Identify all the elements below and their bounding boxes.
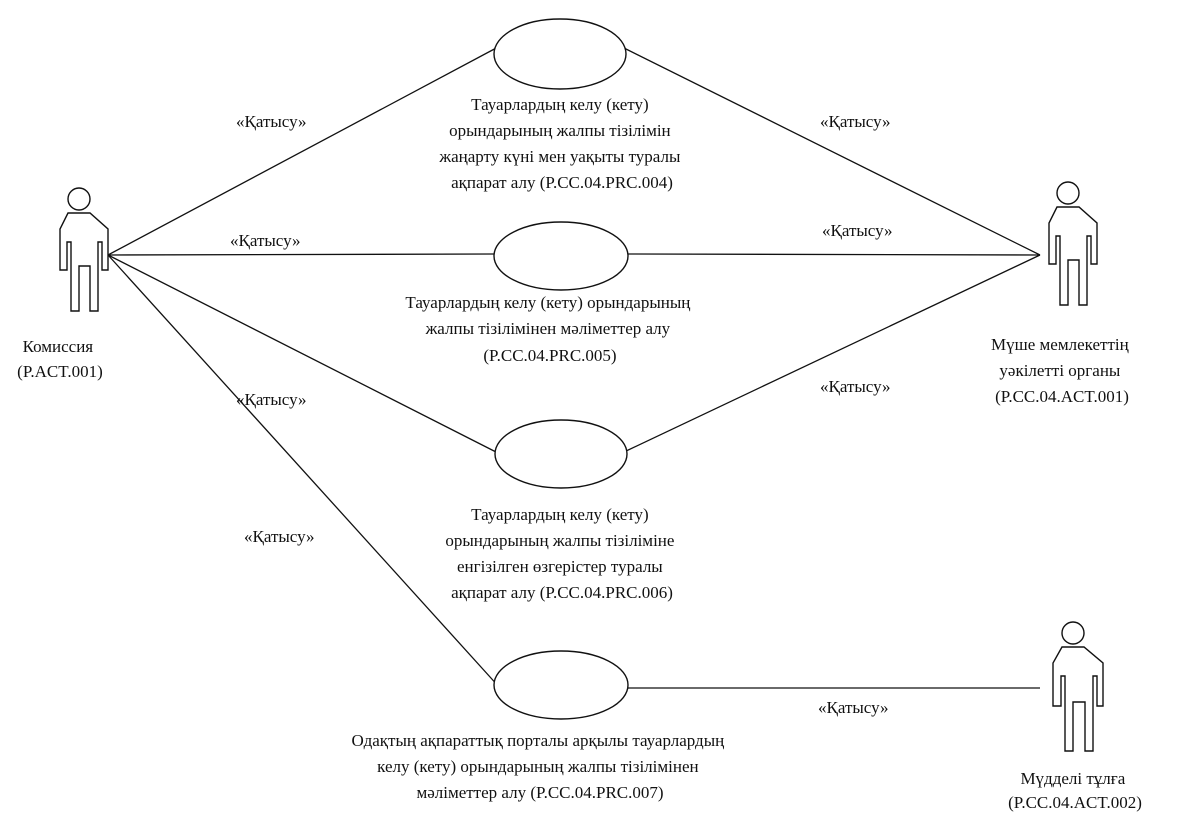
use-case-label-line: Тауарлардың келу (кету) (471, 505, 649, 524)
connector-commission-uc1 (107, 45, 501, 256)
stereotype-label: «Қатысу» (230, 231, 301, 250)
use-case-label: Тауарлардың келу (кету) орындарының жалп… (438, 95, 684, 192)
connector-commission-uc2 (107, 253, 495, 256)
stereotype-label: «Қатысу» (236, 390, 307, 409)
actor-commission-icon (59, 187, 109, 312)
use-case-label-line: Тауарлардың келу (кету) орындарының (405, 293, 690, 312)
use-case-label-line: (P.CC.04.PRC.005) (483, 346, 616, 365)
actor-label-line: (P.ACT.001) (17, 362, 103, 381)
connector-commission-uc4 (107, 254, 501, 689)
stereotype-label: «Қатысу» (822, 221, 893, 240)
actor-label-line: Мүдделі тұлға (1020, 769, 1125, 788)
stereotype-label: «Қатысу» (236, 112, 307, 131)
use-case-label-line: Одақтың ақпараттық порталы арқылы тауарл… (352, 731, 725, 750)
use-case-label-line: келу (кету) орындарының жалпы тізіліміне… (377, 757, 699, 776)
actor-label-line: Мүше мемлекеттің (991, 335, 1129, 354)
stereotype-label: «Қатысу» (818, 698, 889, 717)
actor-interested-person-icon (1052, 621, 1104, 752)
use-case-label-line: орындарының жалпы тізіліміне (445, 531, 674, 550)
actor-label-line: (P.CC.04.ACT.001) (995, 387, 1129, 406)
use-case-ellipse (493, 221, 629, 291)
use-case-label: Одақтың ақпараттық порталы арқылы тауарл… (352, 731, 729, 802)
actor-label: Комиссия (P.ACT.001) (17, 337, 103, 381)
actor-member-state-icon (1048, 181, 1098, 306)
use-case-label-line: Тауарлардың келу (кету) (471, 95, 649, 114)
actor-label: Мүше мемлекеттің уәкілетті органы (P.CC.… (991, 335, 1133, 406)
use-case-label-line: ақпарат алу (P.CC.04.PRC.004) (451, 173, 673, 192)
connector-commission-uc3 (107, 254, 497, 453)
connector-uc2-member (627, 253, 1041, 256)
use-case-label-line: ақпарат алу (P.CC.04.PRC.006) (451, 583, 673, 602)
stereotype-label: «Қатысу» (244, 527, 315, 546)
stereotype-label: «Қатысу» (820, 112, 891, 131)
use-case-ellipse (493, 650, 629, 720)
actor-label-line: (P.CC.04.ACT.002) (1008, 793, 1142, 812)
use-case-label-line: жалпы тізілімінен мәліметтер алу (425, 319, 671, 338)
use-case-ellipse (494, 419, 628, 489)
stereotype-label: «Қатысу» (820, 377, 891, 396)
use-case-ellipse (493, 18, 627, 90)
use-case-label-line: мәліметтер алу (P.CC.04.PRC.007) (416, 783, 663, 802)
use-case-label: Тауарлардың келу (кету) орындарының жалп… (445, 505, 678, 602)
use-case-label-line: жаңарту күні мен уақыты туралы (438, 147, 681, 166)
use-case-label: Тауарлардың келу (кету) орындарының жалп… (405, 293, 694, 365)
actor-label-line: Комиссия (23, 337, 94, 356)
connector-uc1-member (619, 45, 1041, 256)
connector-uc3-member (623, 254, 1041, 453)
use-case-label-line: енгізілген өзгерістер туралы (457, 557, 663, 576)
use-case-label-line: орындарының жалпы тізілімін (449, 121, 671, 140)
actor-label: Мүдделі тұлға (P.CC.04.ACT.002) (1008, 769, 1142, 812)
actor-label-line: уәкілетті органы (999, 361, 1121, 380)
